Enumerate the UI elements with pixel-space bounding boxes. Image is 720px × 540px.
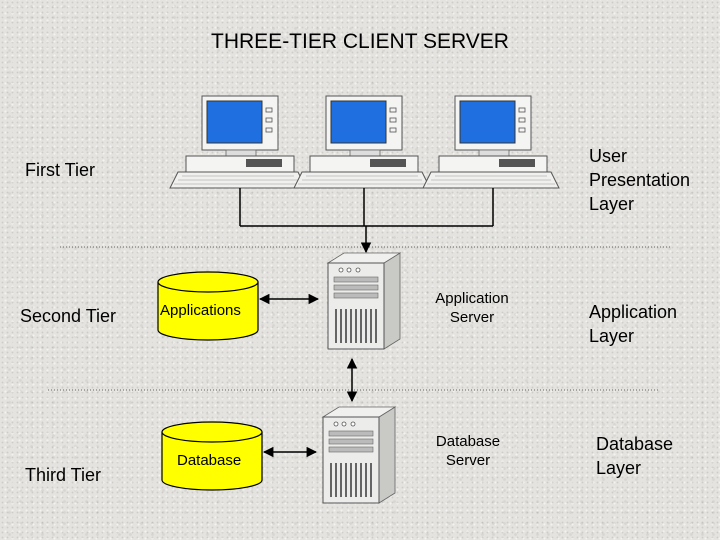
layer-label-application: Application Layer: [589, 300, 677, 348]
application-server-icon: [327, 252, 401, 350]
client-connections: [239, 188, 494, 254]
server-label-line: Server: [445, 452, 491, 469]
layer-label-line: Database: [596, 434, 674, 454]
layer-label-line: Application: [589, 302, 678, 322]
database-server-label: Database Server: [420, 432, 516, 470]
application-server-label: Application Server: [420, 289, 524, 327]
database-label: Database: [177, 452, 242, 469]
layer-label-database: Database Layer: [596, 432, 673, 480]
server-label-line: Application: [435, 290, 509, 307]
database-server-icon: [322, 406, 396, 504]
tier-label-second: Second Tier: [20, 306, 117, 326]
layer-label-line: Layer: [596, 458, 642, 478]
client-computer-2: [293, 95, 431, 189]
applications-cylinder: [157, 271, 259, 341]
client-computer-3: [422, 95, 560, 189]
layer-label-line: Layer: [589, 194, 635, 214]
layer-label-user-presentation: User Presentation Layer: [589, 144, 690, 216]
client-computer-1: [169, 95, 307, 189]
server-label-line: Database: [435, 433, 501, 450]
database-cylinder: [161, 421, 263, 491]
layer-label-line: User: [589, 146, 628, 166]
tier-label-third: Third Tier: [25, 465, 102, 485]
layer-label-line: Presentation: [589, 170, 691, 190]
applications-label: Applications: [160, 302, 241, 319]
layer-label-line: Layer: [589, 326, 635, 346]
server-label-line: Server: [449, 309, 495, 326]
tier-label-first: First Tier: [25, 160, 95, 180]
diagram-title: THREE-TIER CLIENT SERVER: [211, 30, 509, 53]
